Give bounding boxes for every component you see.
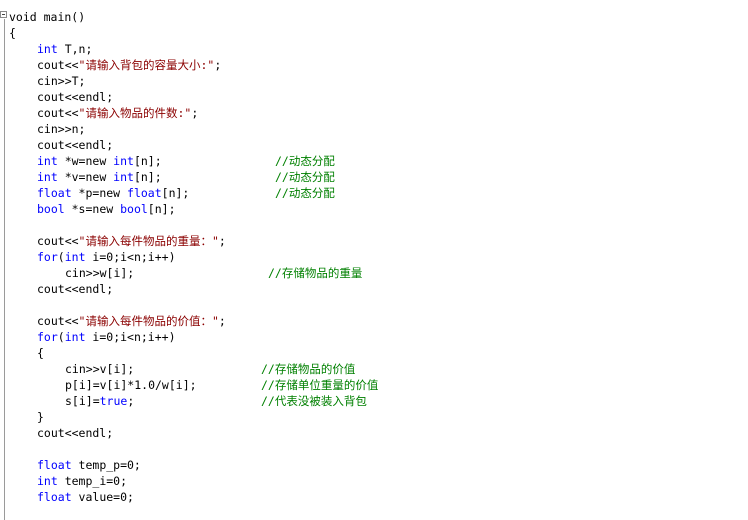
- code-token: s[i]=: [65, 394, 100, 408]
- keyword-token: bool: [120, 202, 148, 216]
- code-token: ;: [218, 314, 226, 328]
- code-token: cin>>T;: [37, 74, 86, 88]
- keyword-token: float: [37, 490, 72, 504]
- code-token: cout<<endl;: [37, 90, 114, 104]
- code-comment: //存储物品的价值: [261, 362, 356, 376]
- code-line: void main(): [9, 9, 85, 25]
- keyword-token: float: [37, 458, 72, 472]
- code-line: int *w=new int[n];: [37, 153, 162, 169]
- code-token: {: [9, 26, 16, 40]
- code-line: cin>>T;: [37, 73, 85, 89]
- code-line: cin>>n;: [37, 121, 85, 137]
- code-token: cout<<: [37, 106, 79, 120]
- string-literal: "请输入背包的容量大小:": [78, 58, 215, 72]
- code-token: *s=new: [64, 202, 121, 216]
- code-token: temp_p=0;: [71, 458, 141, 472]
- code-token: temp_i=0;: [57, 474, 128, 488]
- string-literal: "请输入每件物品的重量：": [78, 234, 219, 248]
- fold-guide-line: [4, 19, 5, 520]
- code-token: void main(): [9, 10, 86, 24]
- keyword-token: int: [64, 250, 86, 264]
- fold-gutter: [0, 0, 8, 520]
- code-line: cout<<endl;: [37, 137, 113, 153]
- keyword-token: int: [37, 154, 58, 168]
- code-token: T,n;: [57, 42, 93, 56]
- code-line: cout<<endl;: [37, 89, 113, 105]
- string-literal: "请输入物品的件数:": [78, 106, 192, 120]
- string-literal: "请输入每件物品的价值：": [78, 314, 219, 328]
- code-comment: //动态分配: [275, 170, 335, 184]
- code-comment: //存储物品的重量: [268, 266, 363, 280]
- keyword-token: float: [127, 186, 162, 200]
- keyword-token: int: [113, 154, 134, 168]
- collapse-toggle-icon[interactable]: [0, 11, 7, 18]
- code-token: cout<<: [37, 234, 79, 248]
- code-token: cout<<endl;: [37, 138, 114, 152]
- code-line: {: [37, 345, 44, 361]
- keyword-token: int: [37, 474, 58, 488]
- code-line: {: [9, 25, 16, 41]
- code-line: float value=0;: [37, 489, 134, 505]
- code-line: cout<<endl;: [37, 281, 113, 297]
- code-token: value=0;: [71, 490, 134, 504]
- code-token: p[i]=v[i]*1.0/w[i];: [65, 378, 197, 392]
- code-line: float temp_p=0;: [37, 457, 141, 473]
- code-line: }: [37, 409, 44, 425]
- code-token: [n];: [161, 186, 190, 200]
- code-token: i=0;i<n;i++): [85, 250, 176, 264]
- code-token: }: [37, 410, 44, 424]
- keyword-token: int: [113, 170, 134, 184]
- code-token: ;: [127, 394, 135, 408]
- keyword-token: for: [37, 330, 58, 344]
- code-token: cout<<endl;: [37, 426, 114, 440]
- keyword-token: float: [37, 186, 72, 200]
- code-token: *v=new: [57, 170, 114, 184]
- code-line: cout<<"请输入背包的容量大小:";: [37, 57, 221, 73]
- code-token: (: [57, 250, 65, 264]
- code-token: (: [57, 330, 65, 344]
- code-line: cin>>w[i];: [65, 265, 134, 281]
- code-token: [n];: [133, 154, 162, 168]
- code-line: for(int i=0;i<n;i++): [37, 249, 176, 265]
- code-line: for(int i=0;i<n;i++): [37, 329, 176, 345]
- code-comment: //存储单位重量的价值: [261, 378, 379, 392]
- code-comment: //动态分配: [275, 154, 335, 168]
- code-line: cout<<"请输入每件物品的价值：";: [37, 313, 226, 329]
- code-line: float *p=new float[n];: [37, 185, 189, 201]
- keyword-token: true: [99, 394, 128, 408]
- code-line: s[i]=true;: [65, 393, 134, 409]
- code-line: cout<<"请输入物品的件数:";: [37, 105, 198, 121]
- code-line: bool *s=new bool[n];: [37, 201, 176, 217]
- code-token: cin>>v[i];: [65, 362, 135, 376]
- code-token: [n];: [147, 202, 176, 216]
- code-line: p[i]=v[i]*1.0/w[i];: [65, 377, 197, 393]
- code-token: cin>>w[i];: [65, 266, 135, 280]
- code-token: cout<<: [37, 58, 79, 72]
- keyword-token: for: [37, 250, 58, 264]
- keyword-token: int: [64, 330, 86, 344]
- code-line: cin>>v[i];: [65, 361, 134, 377]
- code-comment: //代表没被装入背包: [261, 394, 367, 408]
- code-token: ;: [218, 234, 226, 248]
- code-token: ;: [191, 106, 199, 120]
- code-token: cout<<: [37, 314, 79, 328]
- code-line: cout<<endl;: [37, 425, 113, 441]
- code-token: [n];: [133, 170, 162, 184]
- code-line: cout<<"请输入每件物品的重量：";: [37, 233, 226, 249]
- code-token: *w=new: [57, 154, 114, 168]
- code-line: int *v=new int[n];: [37, 169, 162, 185]
- code-token: i=0;i<n;i++): [85, 330, 176, 344]
- code-token: cin>>n;: [37, 122, 86, 136]
- keyword-token: int: [37, 42, 58, 56]
- keyword-token: bool: [37, 202, 65, 216]
- keyword-token: int: [37, 170, 58, 184]
- code-comment: //动态分配: [275, 186, 335, 200]
- code-token: {: [37, 346, 44, 360]
- code-token: ;: [214, 58, 222, 72]
- code-token: cout<<endl;: [37, 282, 114, 296]
- code-line: int temp_i=0;: [37, 473, 127, 489]
- code-line: int T,n;: [37, 41, 92, 57]
- code-token: *p=new: [71, 186, 128, 200]
